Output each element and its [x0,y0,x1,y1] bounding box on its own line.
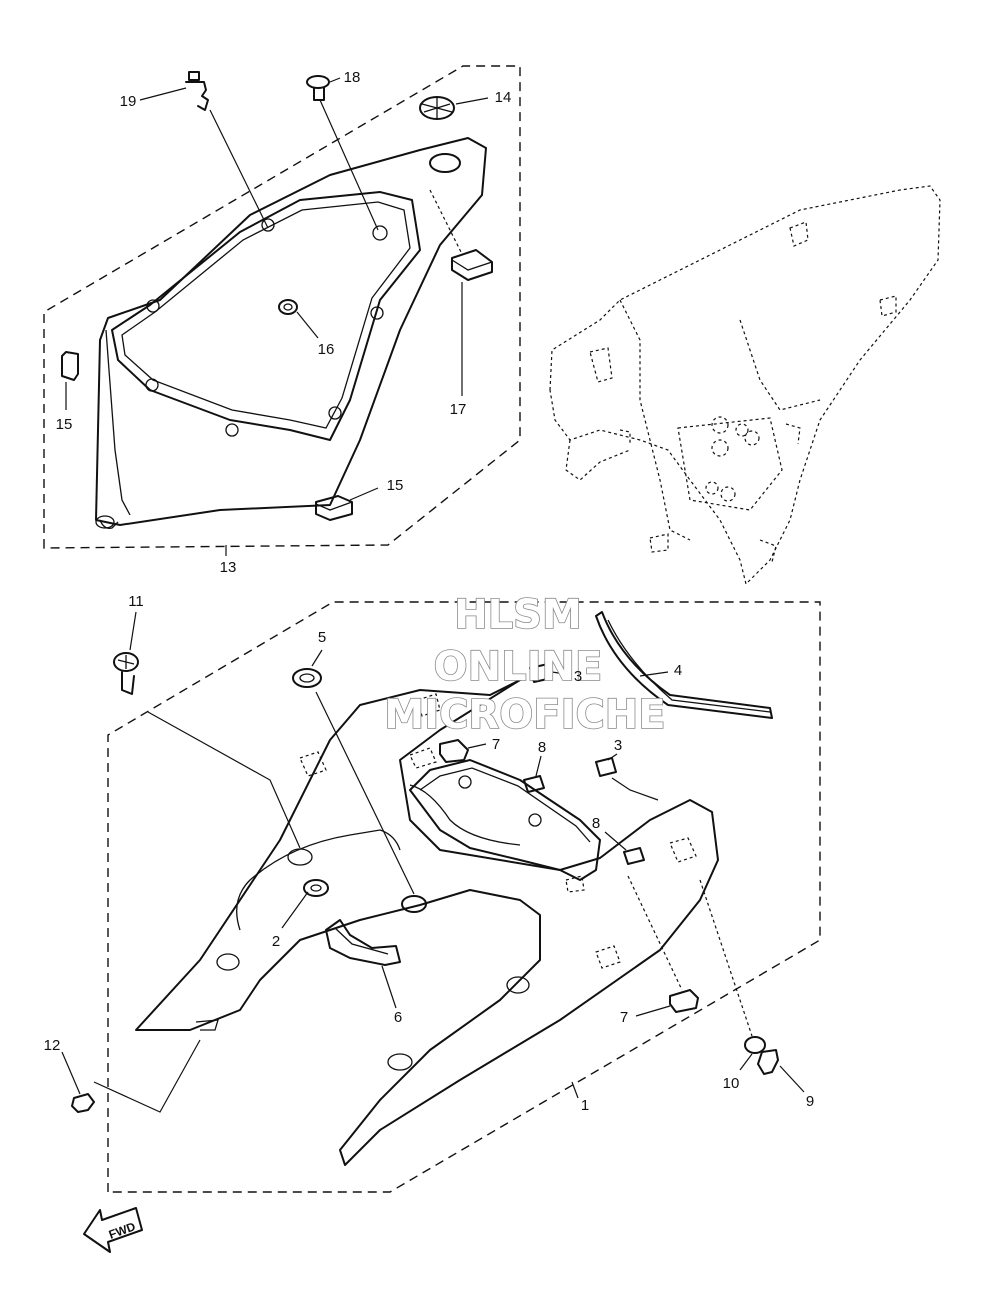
screw-18-icon [306,75,330,101]
bolt-9-icon [757,1049,779,1075]
damper-15b-icon [315,495,353,521]
damper-7b-icon [669,989,699,1013]
damper-7a-icon [439,739,469,763]
callout-8b: 8 [592,815,600,832]
callout-6: 6 [394,1009,402,1026]
callout-3a: 3 [574,668,582,685]
callout-5: 5 [318,629,326,646]
watermark-line-3: MICROFICHE [384,692,665,738]
callout-17: 17 [450,401,467,418]
rear-frame-view [549,185,941,586]
grommet-16-icon [278,299,298,315]
clip-12-icon [71,1093,95,1113]
side-cover-main [135,679,719,1166]
grommet-inner-icon [401,895,427,913]
callout-7b: 7 [620,1009,628,1026]
lower-assembly-box [107,601,821,1193]
side-cover-panel [95,137,487,529]
inner-cover [409,693,601,893]
callout-7a: 7 [492,736,500,753]
trim-strip-4 [595,611,773,719]
damper-15a-icon [61,351,79,381]
damper-8b-icon [623,847,645,865]
cover-6 [325,919,401,966]
fwd-arrow-icon [83,1207,143,1253]
callout-16: 16 [318,341,335,358]
watermark-line-2: ONLINE [434,644,603,690]
callout-1: 1 [581,1097,589,1114]
callout-19: 19 [120,93,137,110]
callout-2: 2 [272,933,280,950]
callout-4: 4 [674,662,682,679]
callout-10: 10 [723,1075,740,1092]
callout-15a: 15 [56,416,73,433]
fwd-label: FWD [107,1219,138,1242]
bolt-19-icon [185,71,209,111]
upper-leader-lines [65,77,489,556]
callout-8a: 8 [538,739,546,756]
watermark-line-1: HLSM [454,592,582,638]
damper-8a-icon [523,775,545,793]
damper-17-icon [451,249,493,281]
callout-3b: 3 [614,737,622,754]
callout-9: 9 [806,1093,814,1110]
nut-3b-icon [595,757,617,777]
callout-12: 12 [44,1037,61,1054]
upper-assembly-box [43,65,521,549]
callout-14: 14 [495,89,512,106]
watermark: HLSM ONLINE MICROFICHE [384,591,667,739]
nut-3a-icon [529,663,553,683]
callout-15b: 15 [387,477,404,494]
grommet-5-icon [292,668,322,688]
callout-labels: 19 18 14 16 15 17 15 13 11 5 4 3 7 8 3 8… [44,69,815,1114]
lower-leader-lines [61,611,805,1113]
cap-14-icon [419,96,455,120]
collar-10-icon [744,1036,766,1054]
callout-13: 13 [220,559,237,576]
bolt-11-icon [113,652,139,695]
callout-11: 11 [128,593,144,610]
callout-18: 18 [344,69,361,86]
grommet-2-icon [303,879,329,897]
